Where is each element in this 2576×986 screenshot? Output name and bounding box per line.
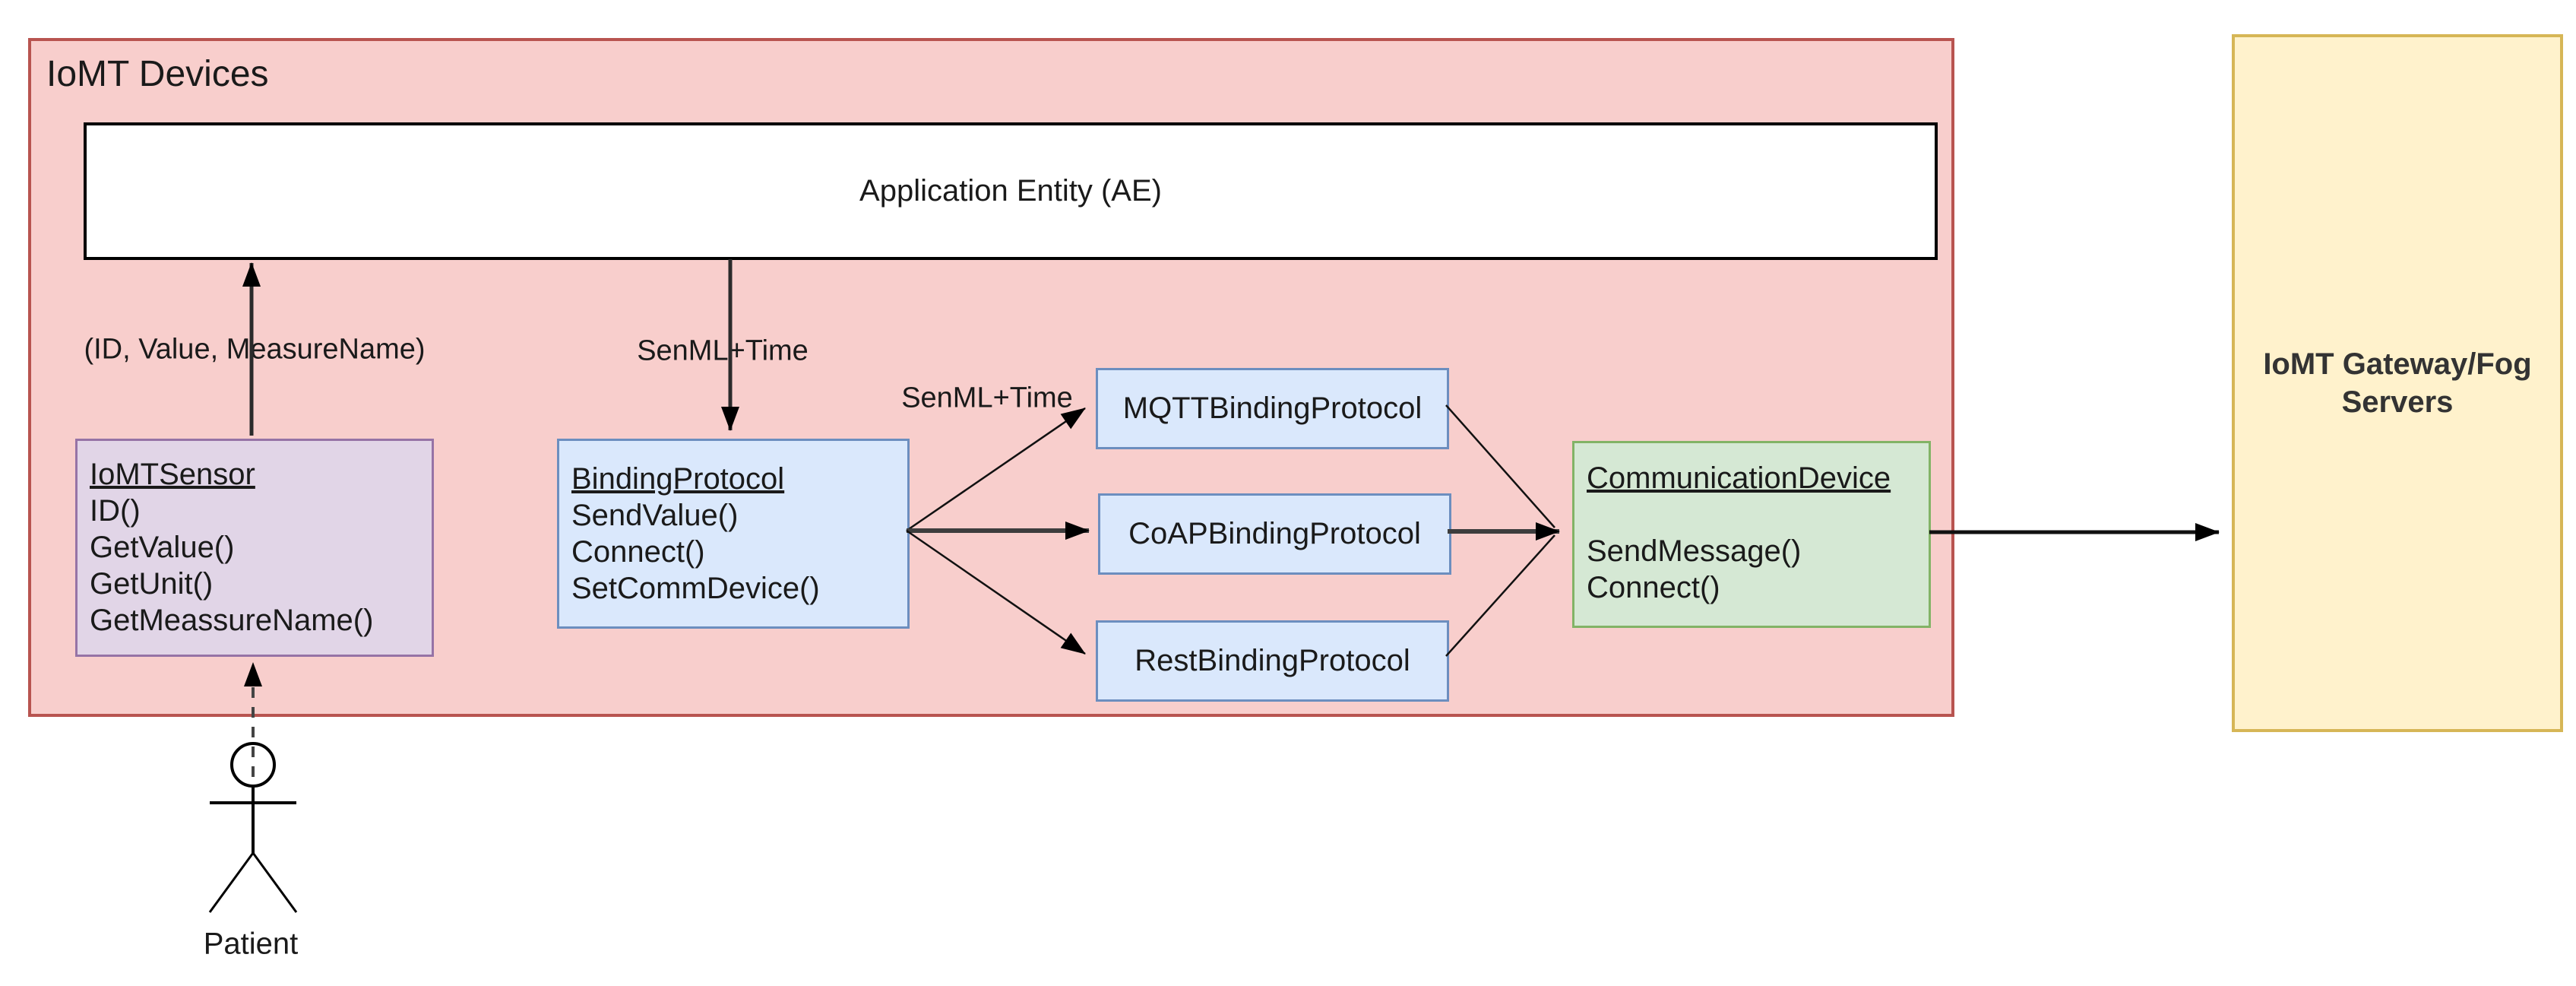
patient-actor-label: Patient: [203, 927, 299, 961]
iomt-sensor-method: GetUnit(): [90, 567, 214, 601]
coap-binding-protocol-box: CoAPBindingProtocol: [1098, 493, 1451, 575]
gateway-label-line2: Servers: [2341, 385, 2454, 419]
iomt-gateway-fog-servers-box: IoMT Gateway/Fog Servers: [2232, 34, 2563, 732]
communication-device-title: CommunicationDevice: [1587, 461, 1891, 495]
coap-binding-protocol-label: CoAPBindingProtocol: [1128, 517, 1421, 550]
rest-binding-protocol-box: RestBindingProtocol: [1096, 620, 1449, 702]
binding-protocol-title: BindingProtocol: [571, 462, 785, 496]
patient-stick-figure: [208, 742, 298, 913]
rest-binding-protocol-label: RestBindingProtocol: [1135, 644, 1410, 677]
binding-protocol-method: Connect(): [571, 535, 705, 569]
iomt-sensor-method: GetValue(): [90, 531, 235, 564]
iomt-sensor-class-box: IoMTSensor ID() GetValue() GetUnit() Get…: [75, 439, 434, 657]
communication-device-method: Connect(): [1587, 571, 1720, 604]
mqtt-binding-protocol-label: MQTTBindingProtocol: [1122, 392, 1422, 425]
application-entity-box: Application Entity (AE): [84, 122, 1938, 260]
binding-protocol-method: SendValue(): [571, 499, 739, 532]
application-entity-label: Application Entity (AE): [859, 174, 1162, 208]
iomt-sensor-method: ID(): [90, 494, 141, 528]
ae-to-binding-edge-label: SenML+Time: [637, 334, 809, 367]
blank-line: [1587, 496, 1916, 533]
gateway-label-line1: IoMT Gateway/Fog: [2263, 347, 2532, 381]
container-title: IoMT Devices: [46, 54, 269, 94]
communication-device-class-box: CommunicationDevice SendMessage() Connec…: [1572, 441, 1931, 628]
binding-to-protocols-edge-label: SenML+Time: [901, 382, 1073, 414]
iomt-devices-container: IoMT Devices Application Entity (AE) IoM…: [28, 38, 1954, 717]
iomt-sensor-method: GetMeassureName(): [90, 604, 374, 637]
sensor-to-ae-edge-label: (ID, Value, MeasureName): [84, 333, 426, 366]
binding-protocol-class-box: BindingProtocol SendValue() Connect() Se…: [557, 439, 910, 629]
binding-protocol-method: SetCommDevice(): [571, 572, 820, 605]
stick-figure-right-leg: [252, 852, 298, 913]
mqtt-binding-protocol-box: MQTTBindingProtocol: [1096, 368, 1449, 449]
iomt-sensor-title: IoMTSensor: [90, 458, 255, 491]
communication-device-method: SendMessage(): [1587, 534, 1802, 568]
stick-figure-head: [230, 742, 276, 788]
stick-figure-left-leg: [208, 852, 255, 913]
